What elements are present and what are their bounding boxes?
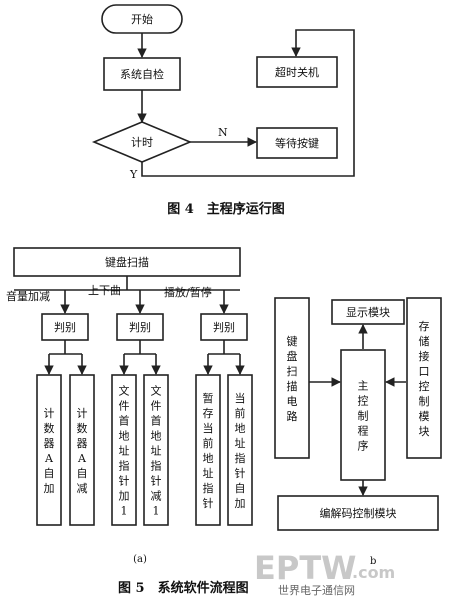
- watermark: EPTW .com 世界电子通信网: [254, 549, 395, 597]
- key-scan-circuit-label: 键盘扫描电路: [287, 334, 298, 423]
- key-scan-circuit-box: [274, 297, 310, 459]
- figure-5a-flowchart: 键盘扫描 音量加减 上下曲 播放/暂停 判别 判别 判别: [6, 247, 253, 565]
- main-program-label: 主控制程序: [358, 380, 369, 453]
- wait-key-label: 等待按键: [275, 136, 319, 150]
- wait-key-box: [256, 127, 338, 159]
- codec-module-label: 编解码控制模块: [320, 506, 397, 520]
- output-box-1: [36, 374, 62, 526]
- output-box-5: [195, 374, 221, 526]
- codec-module-box: [277, 495, 439, 531]
- self-check-box: [103, 57, 181, 91]
- n-branch-label: N: [218, 126, 228, 139]
- timer-label: 计时: [131, 136, 153, 149]
- judge-box-2: [116, 313, 164, 341]
- self-check-label: 系统自检: [120, 67, 164, 81]
- branch-label-track: 上下曲: [88, 284, 121, 297]
- arrow-timer-to-timeout: [141, 29, 355, 177]
- start-label: 开始: [131, 12, 153, 26]
- keyboard-scan-label: 键盘扫描: [105, 255, 149, 269]
- figure-4-caption: 图 4 主程序运行图: [167, 201, 285, 217]
- output-box-6: [227, 374, 253, 526]
- branch-label-volume: 音量加减: [6, 289, 50, 303]
- sub-label-b: b: [370, 556, 376, 567]
- judge-box-1: [41, 313, 89, 341]
- storage-interface-label: 存储接口控制模块: [419, 319, 430, 438]
- timeout-off-box: [256, 56, 338, 88]
- output-box-3: [111, 374, 137, 526]
- branch-label-play-pause: 播放/暂停: [164, 285, 212, 299]
- watermark-eptw: EPTW: [254, 549, 356, 587]
- figure-5-caption: 图 5 系统软件流程图: [118, 580, 249, 596]
- display-module-box: [331, 299, 405, 325]
- figure-4-flowchart: 开始 系统自检 计时 N 等待按键 Y 超时关机 图 4 主程序运行图: [91, 4, 355, 217]
- keyboard-scan-box: [13, 247, 241, 277]
- output-box-4: [143, 374, 169, 526]
- y-branch-label: Y: [129, 168, 138, 181]
- judge-label-2: 判别: [129, 321, 151, 334]
- timeout-off-label: 超时关机: [275, 65, 319, 79]
- output-box-2: [69, 374, 95, 526]
- main-program-box: [340, 349, 386, 481]
- display-module-label: 显示模块: [346, 306, 390, 319]
- watermark-cn: 世界电子通信网: [278, 584, 355, 597]
- judge-label-3: 判别: [213, 321, 235, 334]
- output-label-6: 当前地址指针自加: [235, 391, 246, 510]
- storage-interface-box: [406, 297, 442, 459]
- output-label-5: 暂存当前地址指针: [203, 392, 214, 510]
- judge-label-1: 判别: [54, 321, 76, 334]
- watermark-dotcom: .com: [352, 563, 395, 582]
- sub-label-a: (a): [133, 554, 147, 565]
